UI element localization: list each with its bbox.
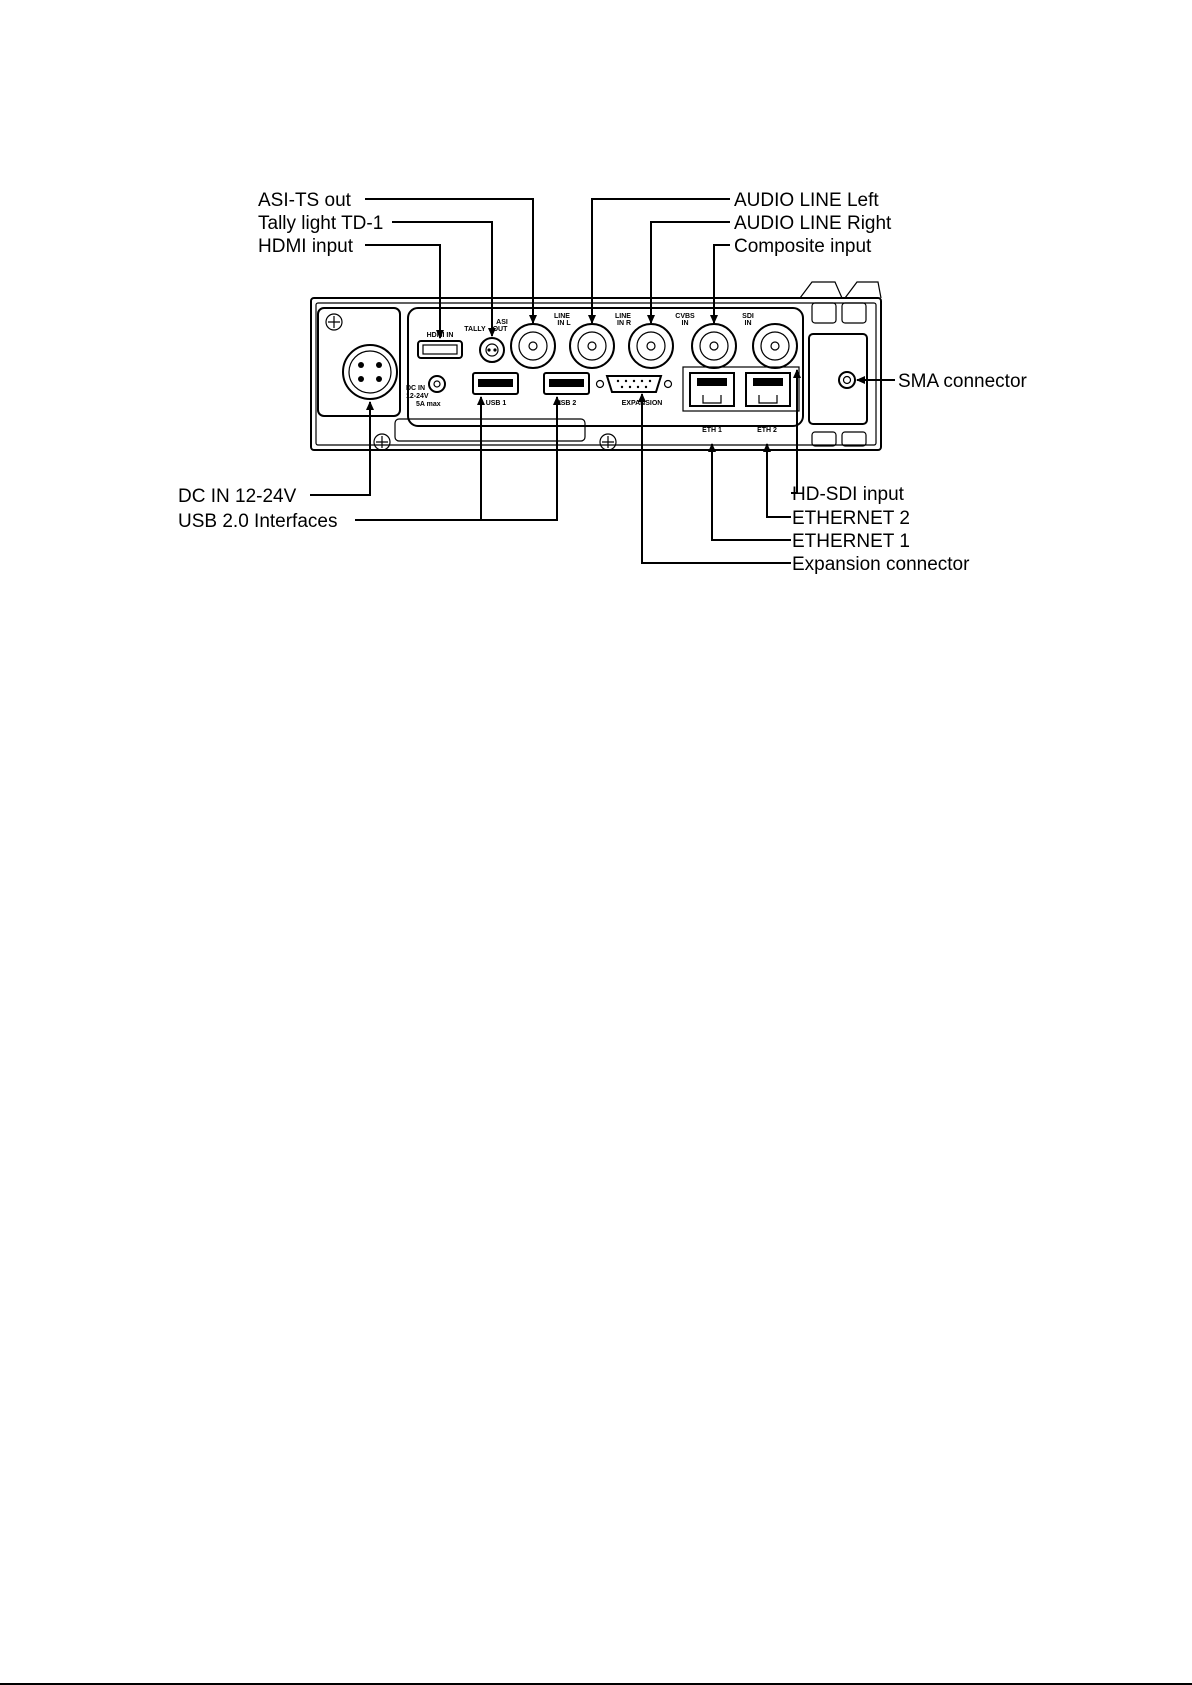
lead-composite	[714, 245, 730, 323]
panel-label-eth1: ETH 1	[702, 427, 722, 434]
label-asi-ts-out: ASI-TS out	[258, 190, 352, 211]
panel-label-usb2: USB 2	[556, 400, 577, 407]
lead-ethernet-2	[767, 444, 791, 517]
label-ethernet-1: ETHERNET 1	[792, 531, 910, 552]
screw-bottom-left	[374, 434, 390, 450]
panel-label-line-r: LINE	[615, 313, 631, 320]
usb-port-1	[473, 373, 518, 394]
label-audio-left: AUDIO LINE Left	[734, 190, 879, 211]
bnc-line-in-left	[570, 324, 614, 368]
expansion-connector-port	[597, 376, 672, 392]
panel-label-eth2: ETH 2	[757, 427, 777, 434]
lead-ethernet-1	[712, 444, 791, 540]
label-composite-input: Composite input	[734, 236, 872, 257]
bnc-line-in-right	[629, 324, 673, 368]
label-usb-interfaces: USB 2.0 Interfaces	[178, 511, 337, 532]
panel-label-tally: TALLY	[464, 326, 486, 333]
bnc-sdi-in	[753, 324, 797, 368]
screw-bottom-right	[600, 434, 616, 450]
bracket-tab-right	[845, 282, 881, 298]
lead-expansion	[642, 394, 791, 563]
panel-label-in-r: IN R	[617, 320, 631, 327]
bnc-asi-out	[511, 324, 555, 368]
panel-label-usb1: USB 1	[486, 400, 507, 407]
usb-port-2	[544, 373, 589, 394]
xlr-dc-connector	[343, 345, 397, 399]
xlr-section	[318, 308, 400, 416]
bracket-tab-left	[800, 282, 842, 298]
hdmi-port	[418, 341, 462, 358]
panel-label-asi-out: OUT	[493, 326, 509, 333]
lead-hdmi	[365, 245, 440, 338]
label-ethernet-2: ETHERNET 2	[792, 508, 910, 529]
label-dc-in: DC IN 12-24V	[178, 486, 297, 507]
bnc-cvbs-in	[692, 324, 736, 368]
panel-label-asi: ASI	[496, 319, 508, 326]
tally-port	[480, 338, 504, 362]
label-audio-right: AUDIO LINE Right	[734, 213, 892, 234]
panel-label-cvbs: CVBS	[675, 313, 695, 320]
device-rear-panel: HDMI IN TALLY ASI OUT	[311, 282, 881, 450]
eth-port-1	[690, 373, 734, 406]
lead-audio-left	[592, 199, 730, 323]
panel-label-sdi: SDI	[742, 313, 754, 320]
dc-in-jack	[429, 376, 445, 392]
label-sma-connector: SMA connector	[898, 371, 1028, 392]
label-hdmi-input: HDMI input	[258, 236, 354, 257]
label-expansion-connector: Expansion connector	[792, 554, 970, 575]
lead-asi-ts-out	[365, 199, 533, 323]
panel-label-sdi-in: IN	[745, 320, 752, 327]
panel-label-in-l: IN L	[557, 320, 571, 327]
panel-label-line-l: LINE	[554, 313, 570, 320]
panel-label-dc-voltage: 12-24V	[406, 393, 429, 400]
sma-port	[839, 372, 855, 388]
panel-label-dc-in: DC IN	[406, 385, 425, 392]
panel-label-dc-current: 5A max	[416, 401, 441, 408]
panel-label-cvbs-in: IN	[682, 320, 689, 327]
eth-port-2	[746, 373, 790, 406]
lead-hd-sdi	[791, 370, 797, 493]
label-tally-light: Tally light TD-1	[258, 213, 383, 234]
label-hd-sdi-input: HD-SDI input	[792, 484, 905, 505]
